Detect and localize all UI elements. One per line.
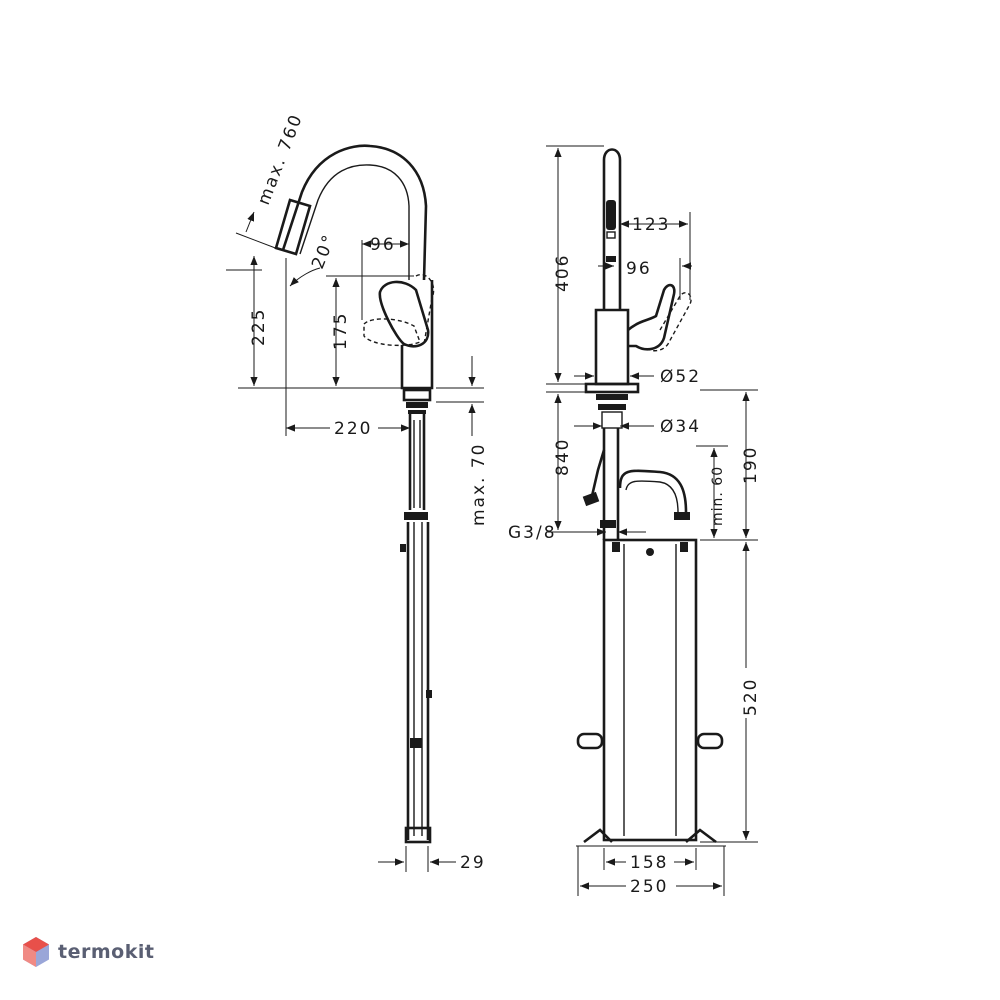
- brand-name: termokit: [58, 941, 155, 963]
- front-clip-right: [696, 732, 724, 750]
- dim-190: 190: [741, 446, 761, 484]
- dim-dia52: Ø52: [660, 367, 701, 387]
- dim-96-front: 96: [626, 259, 652, 279]
- side-handle-lower: [363, 318, 421, 347]
- side-spray-head: [274, 198, 312, 256]
- dim-225: 225: [249, 308, 269, 346]
- front-hose-right: [618, 469, 688, 513]
- dim-520: 520: [741, 678, 761, 716]
- dim-250: 250: [630, 877, 668, 897]
- dim-96-side: 96: [370, 235, 396, 255]
- dim-dia34: Ø34: [660, 417, 701, 437]
- side-hose-upper: [408, 414, 426, 510]
- side-handle: [378, 280, 430, 348]
- front-foot-left: [583, 828, 613, 844]
- side-base: [402, 388, 432, 402]
- front-spray-button: [606, 200, 616, 230]
- front-view: 406 123 96 Ø52 Ø34 840 min. 60 190: [508, 145, 761, 897]
- front-weight-box: [602, 538, 698, 842]
- brand-watermark: termokit: [22, 936, 154, 968]
- front-base-plate: [584, 382, 640, 394]
- dim-max70: max. 70: [469, 443, 489, 526]
- dim-angle20: 20°: [308, 231, 340, 272]
- front-foot-right: [685, 828, 717, 844]
- termokit-logo-icon: [23, 937, 49, 967]
- dim-123: 123: [632, 215, 670, 235]
- dim-158: 158: [630, 853, 668, 873]
- side-weight: [404, 826, 432, 844]
- front-spout: [602, 148, 622, 310]
- dim-29: 29: [460, 853, 486, 873]
- front-clip-left: [576, 732, 604, 750]
- front-handle: [627, 283, 676, 351]
- dim-406: 406: [553, 254, 573, 292]
- dim-max760: max. 760: [254, 111, 307, 208]
- dim-220: 220: [334, 419, 372, 439]
- side-hose-long: [406, 522, 430, 840]
- front-body: [594, 308, 630, 386]
- front-hose-left: [590, 449, 606, 497]
- side-view: max. 760 20° 96 225 175 220 max. 70: [226, 111, 489, 873]
- side-body: [400, 280, 434, 390]
- side-spout-inner: [299, 164, 410, 280]
- dim-g38: G3/8: [508, 523, 557, 543]
- dim-175: 175: [331, 312, 351, 350]
- side-spout-outer: [281, 144, 428, 281]
- dim-840: 840: [553, 438, 573, 476]
- dim-min60: min. 60: [710, 466, 726, 526]
